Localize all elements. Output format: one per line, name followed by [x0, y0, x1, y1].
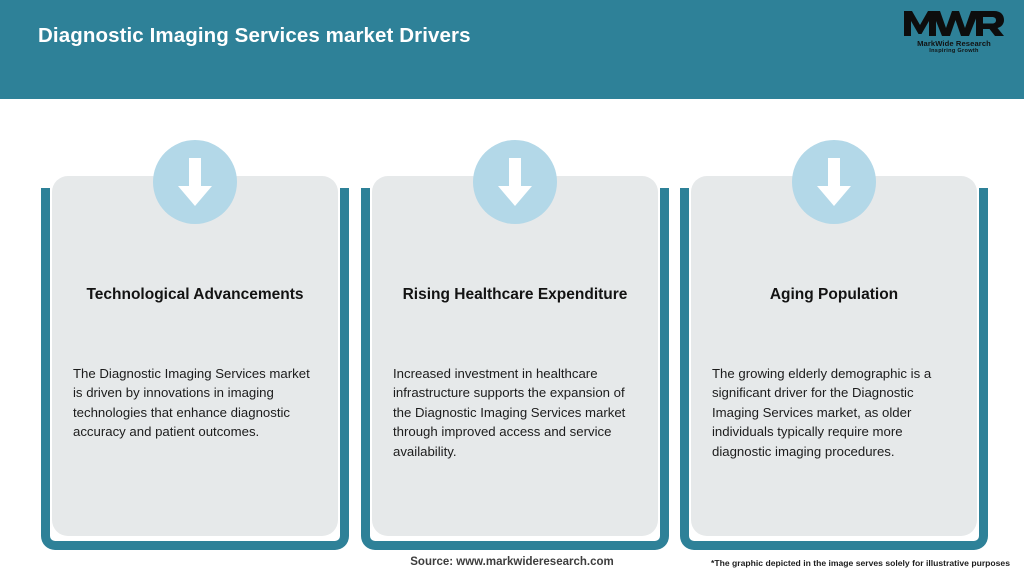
driver-card-title: Aging Population — [769, 286, 899, 303]
driver-card-title: Technological Advancements — [86, 286, 304, 303]
driver-card-body: The Diagnostic Imaging Services market i… — [73, 366, 310, 440]
source-label: Source: www.markwideresearch.com — [410, 556, 614, 568]
logo-tagline: Inspiring Growth — [929, 48, 979, 54]
driver-card-body: The growing elderly demographic is a sig… — [712, 366, 932, 459]
down-arrow-icon — [153, 140, 237, 224]
down-arrow-icon — [473, 140, 557, 224]
down-arrow-glyph — [178, 158, 212, 206]
header-band — [0, 0, 1024, 99]
mwr-logomark-icon — [904, 11, 1004, 36]
disclaimer-note: *The graphic depicted in the image serve… — [711, 558, 1010, 568]
driver-column-1: Technological Advancements The Diagnosti… — [41, 140, 349, 550]
driver-card-body: Increased investment in healthcare infra… — [393, 366, 626, 459]
column-frame — [41, 188, 349, 550]
down-arrow-icon — [792, 140, 876, 224]
brand-logo: MarkWide Research Inspiring Growth — [902, 8, 1006, 60]
down-arrow-glyph — [817, 158, 851, 206]
column-frame — [680, 188, 988, 550]
driver-card[interactable]: Technological Advancements The Diagnosti… — [52, 176, 338, 536]
down-arrow-glyph — [498, 158, 532, 206]
column-frame — [361, 188, 669, 550]
logo-company-name: MarkWide Research — [917, 39, 991, 48]
driver-column-2: Rising Healthcare Expenditure Increased … — [361, 140, 669, 550]
driver-card[interactable]: Aging Population The growing elderly dem… — [691, 176, 977, 536]
driver-card-title: Rising Healthcare Expenditure — [402, 286, 628, 303]
page-title: Diagnostic Imaging Services market Drive… — [38, 24, 471, 47]
driver-card[interactable]: Rising Healthcare Expenditure Increased … — [372, 176, 658, 536]
driver-column-3: Aging Population The growing elderly dem… — [680, 140, 988, 550]
